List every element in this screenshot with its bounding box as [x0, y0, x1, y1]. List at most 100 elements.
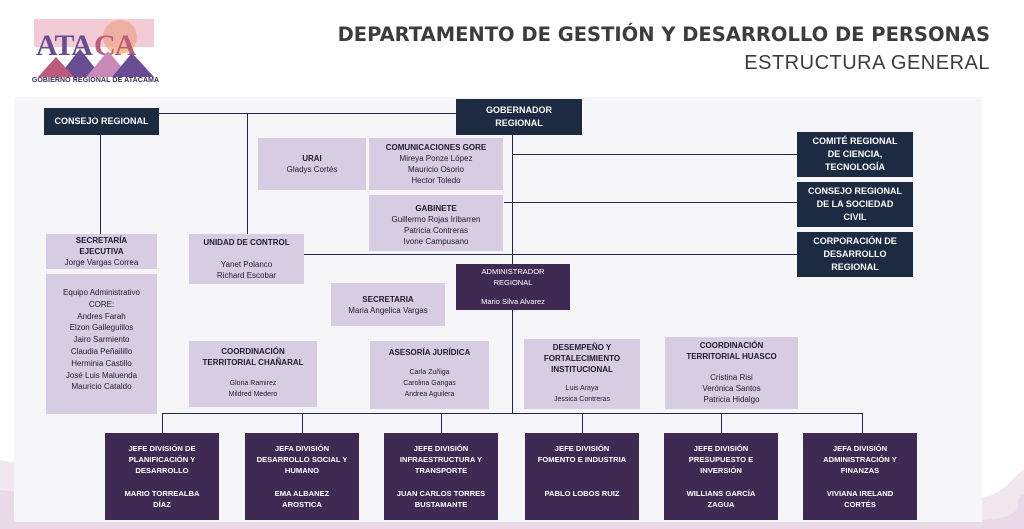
division-title: JEFE DIVISIÓN DE PLANIFICACIÓN Y DESARRO… [128, 444, 196, 475]
division-infraestructura-box: JEFE DIVISIÓN INFRAESTRUCTURA Y TRANSPOR… [384, 433, 498, 520]
person-name: Ivone Campusano [403, 237, 469, 246]
coordinacion-huasco-box: COORDINACIÓN TERRITORIAL HUASCO Cristina… [665, 337, 798, 409]
person-name: Verónica Santos [702, 384, 761, 393]
connector-line [247, 113, 248, 234]
person-name: Gloria Ramirez [229, 380, 277, 387]
box-title: COORDINACIÓN TERRITORIAL HUASCO [686, 341, 777, 361]
logo-caption: GOBIERNO REGIONAL DE ATACAMA [31, 77, 160, 84]
person-name: Herminia Castillo [71, 358, 132, 368]
division-head-name: EMA ALBANEZ AROSTICA [274, 489, 330, 509]
box-title: GOBERNADOR REGIONAL [485, 105, 552, 128]
administrador-regional-box: ADMINISTRADOR REGIONAL Mario Silva Alvar… [456, 264, 570, 310]
box-title: UNIDAD DE CONTROL [203, 238, 290, 247]
comite-ciencia-box: COMITÉ REGIONAL DE CIENCIA, TECNOLOGÍA [797, 132, 913, 177]
connector-line [512, 154, 797, 155]
connector-line [162, 413, 163, 433]
connector-line [512, 134, 513, 265]
connector-line [512, 310, 513, 413]
division-fomento-box: JEFE DIVISIÓN FOMENTO E INDUSTRIA PABLO … [525, 433, 639, 520]
division-administracion-box: JEFA DIVISIÓN ADMINISTRACIÓN Y FINANZAS … [803, 433, 917, 520]
person-name: Patricia Hidalgo [703, 395, 760, 404]
connector-line [721, 413, 722, 433]
urai-box: URAI Gladys Cortés [258, 138, 366, 190]
person-name: Mauricio Osorio [407, 165, 464, 174]
connector-line [162, 413, 862, 414]
person-name: Luis Araya [565, 385, 599, 392]
connector-line [100, 134, 101, 234]
person-name: Jessica Contreras [553, 396, 611, 403]
connector-line [862, 413, 863, 433]
division-title: JEFE DIVISIÓN PRESUPUESTO E INVERSIÓN [688, 444, 754, 475]
division-title: JEFA DIVISIÓN ADMINISTRACIÓN Y FINANZAS [823, 444, 897, 475]
box-title: Equipo Administrativo CORE: [63, 288, 140, 309]
person-name: Mildred Medero [228, 391, 278, 398]
person-name: Maria Angelica Vargas [348, 305, 428, 315]
connector-line [504, 202, 797, 203]
gabinete-box: GABINETE Guillermo Rojas Iribarren Patri… [369, 195, 503, 251]
division-head-name: WILLIANS GARCÍA ZAGUA [686, 489, 756, 509]
person-name: Mauricio Cataldo [71, 382, 132, 392]
person-name: Mario Silva Alvarez [481, 297, 545, 306]
person-name: Richard Escobar [216, 271, 277, 280]
connector-line [304, 254, 797, 255]
division-planificacion-box: JEFE DIVISIÓN DE PLANIFICACIÓN Y DESARRO… [105, 433, 219, 520]
person-name: Jairo Sarmiento [73, 335, 130, 345]
connector-line [159, 113, 457, 114]
division-head-name: MARIO TORREALBA DÍAZ [124, 489, 200, 509]
box-title: SECRETARIA [362, 294, 414, 304]
secretaria-box: SECRETARIA Maria Angelica Vargas [331, 283, 445, 326]
person-name: Carolina Gangas [403, 380, 456, 387]
person-name: Andrea Aguilera [404, 391, 455, 398]
box-title: ASESORÍA JURÍDICA [388, 348, 471, 357]
box-title: COMUNICACIONES GORE [385, 143, 487, 152]
box-title: CONSEJO REGIONAL [54, 116, 149, 126]
person-name: Elzon Galleguillos [69, 323, 134, 333]
secretaria-ejecutiva-box: SECRETARÍA EJECUTIVA Jorge Vargas Correa [46, 234, 157, 269]
person-name: Guillermo Rojas Iribarren [391, 215, 481, 224]
page-title: DEPARTAMENTO DE GESTIÓN Y DESARROLLO DE … [337, 23, 990, 46]
person-name: Jorge Vargas Correa [64, 258, 139, 267]
gobierno-regional-logo: ATA CA [34, 19, 154, 77]
person-name: Yanet Polanco [220, 260, 273, 269]
person-name: Mireya Ponze López [399, 154, 473, 163]
division-head-name: JUAN CARLOS TORRES BUSTAMANTE [396, 489, 486, 509]
division-head-name: PABLO LOBOS RUIZ [544, 489, 620, 498]
box-title: COORDINACIÓN TERRITORIAL CHAÑARAL [202, 347, 304, 367]
box-title: CONSEJO REGIONAL DE LA SOCIEDAD CIVIL [807, 186, 902, 222]
person-name: Claudia Peñailillo [70, 346, 133, 356]
unidad-control-box: UNIDAD DE CONTROL Yanet Polanco Richard … [189, 234, 304, 284]
connector-line [582, 413, 583, 433]
connector-line [441, 413, 442, 433]
consejo-sociedad-civil-box: CONSEJO REGIONAL DE LA SOCIEDAD CIVIL [797, 182, 913, 227]
comunicaciones-gore-box: COMUNICACIONES GORE Mireya Ponze López M… [369, 138, 503, 190]
asesoria-juridica-box: ASESORÍA JURÍDICA Carla Zuñiga Carolina … [370, 341, 489, 409]
box-title: ADMINISTRADOR REGIONAL [481, 267, 545, 287]
box-title: CORPORACIÓN DE DESARROLLO REGIONAL [813, 236, 897, 272]
person-name: Gladys Cortés [286, 165, 338, 174]
desempeno-fortalecimiento-box: DESEMPEÑO Y FORTALECIMIENTO INSTITUCIONA… [524, 339, 640, 409]
division-head-name: VIVIANA IRELAND CORTÉS [826, 489, 894, 509]
corporacion-desarrollo-box: CORPORACIÓN DE DESARROLLO REGIONAL [797, 232, 913, 277]
page-subtitle: ESTRUCTURA GENERAL [744, 52, 990, 74]
person-name: Cristina Risi [710, 373, 753, 382]
box-title: GABINETE [415, 204, 457, 213]
coordinacion-chanaral-box: COORDINACIÓN TERRITORIAL CHAÑARAL Gloria… [189, 341, 317, 407]
person-name: Carla Zuñiga [409, 369, 450, 376]
division-title: JEFE DIVISIÓN INFRAESTRUCTURA Y TRANSPOR… [399, 444, 483, 475]
equipo-core-box: Equipo Administrativo CORE: Andres Farah… [46, 274, 157, 414]
connector-line [302, 413, 303, 433]
division-presupuesto-box: JEFE DIVISIÓN PRESUPUESTO E INVERSIÓN WI… [664, 433, 778, 520]
person-name: Andres Farah [77, 311, 126, 321]
division-desarrollo-social-box: JEFA DIVISIÓN DESARROLLO SOCIAL Y HUMANO… [245, 433, 359, 520]
box-title: URAI [302, 154, 322, 163]
gobernador-regional-box: GOBERNADOR REGIONAL [456, 99, 582, 135]
person-name: Hector Toledo [411, 176, 461, 185]
division-title: JEFA DIVISIÓN DESARROLLO SOCIAL Y HUMANO [256, 444, 348, 475]
box-title: COMITÉ REGIONAL DE CIENCIA, TECNOLOGÍA [812, 136, 898, 172]
person-name: José Luis Maluenda [65, 370, 138, 380]
box-title: DESEMPEÑO Y FORTALECIMIENTO INSTITUCIONA… [543, 343, 621, 374]
box-title: SECRETARÍA EJECUTIVA [75, 236, 128, 256]
division-title: JEFE DIVISIÓN FOMENTO E INDUSTRIA [537, 444, 627, 464]
person-name: Patricia Contreras [403, 226, 469, 235]
consejo-regional-box: CONSEJO REGIONAL [44, 108, 159, 135]
